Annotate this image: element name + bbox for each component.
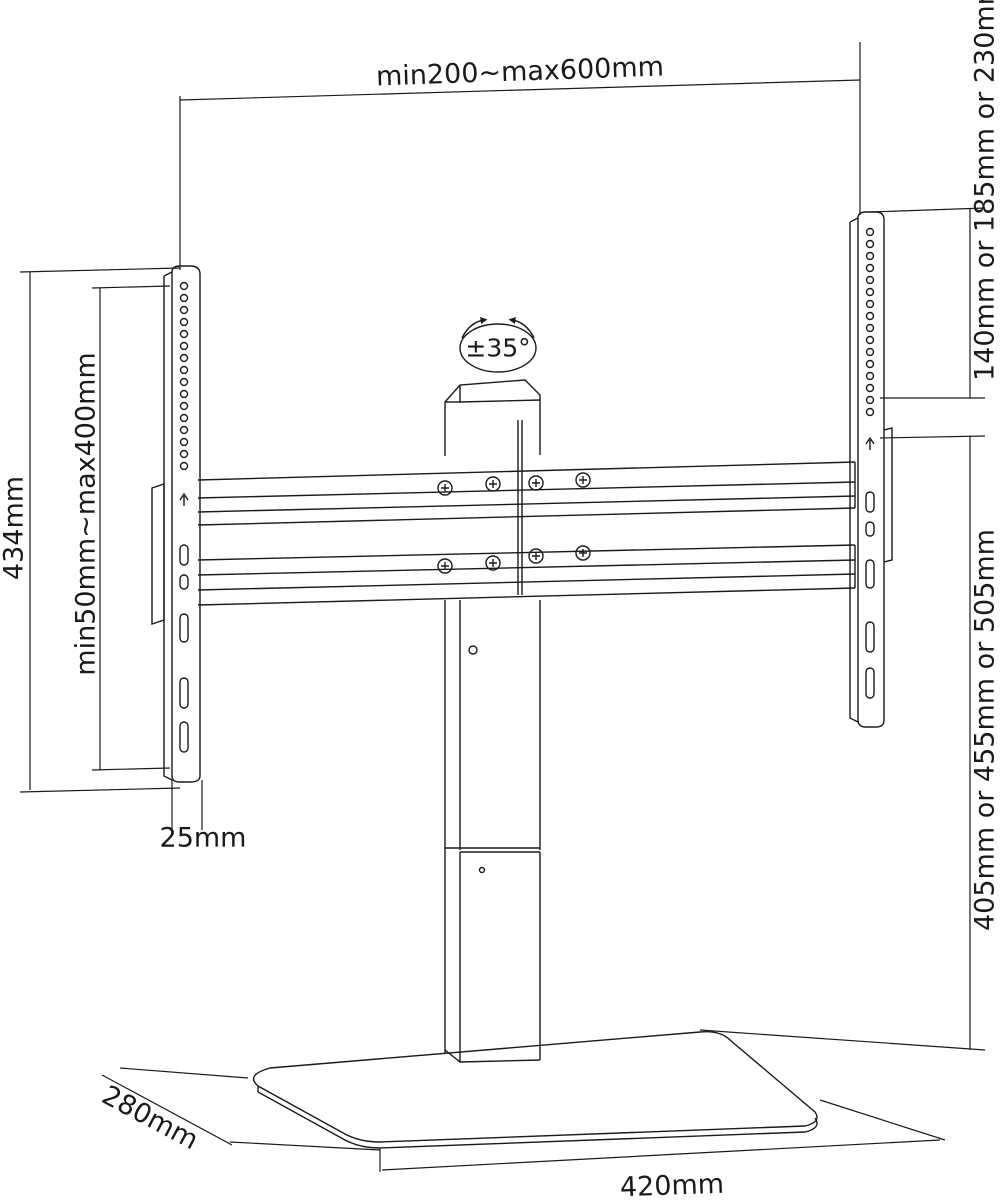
- right-vesa-bracket: [849, 211, 893, 728]
- left-bracket-holes: [179, 281, 189, 753]
- left-vesa-label: min50mm~max400mm: [70, 352, 102, 676]
- left-vesa-bracket: [151, 265, 201, 783]
- right-bottom-height-label: 405mm or 455mm or 505mm: [969, 529, 1000, 931]
- rail-screws: [437, 472, 591, 574]
- right-bracket-holes: [865, 227, 875, 699]
- left-height-label: 434mm: [0, 475, 30, 581]
- dimension-lines: [19, 42, 986, 1172]
- right-top-height-label: 140mm or 185mm or 230mm: [969, 0, 1000, 381]
- base-width-label: 420mm: [619, 1168, 725, 1203]
- base-plate: [252, 1030, 818, 1149]
- stand-column: [444, 379, 541, 1063]
- rotation-label: ±35°: [465, 333, 531, 363]
- bracket-depth-label: 25mm: [159, 822, 247, 854]
- rotation-indicator: [459, 317, 537, 373]
- mounting-rails: [197, 461, 856, 606]
